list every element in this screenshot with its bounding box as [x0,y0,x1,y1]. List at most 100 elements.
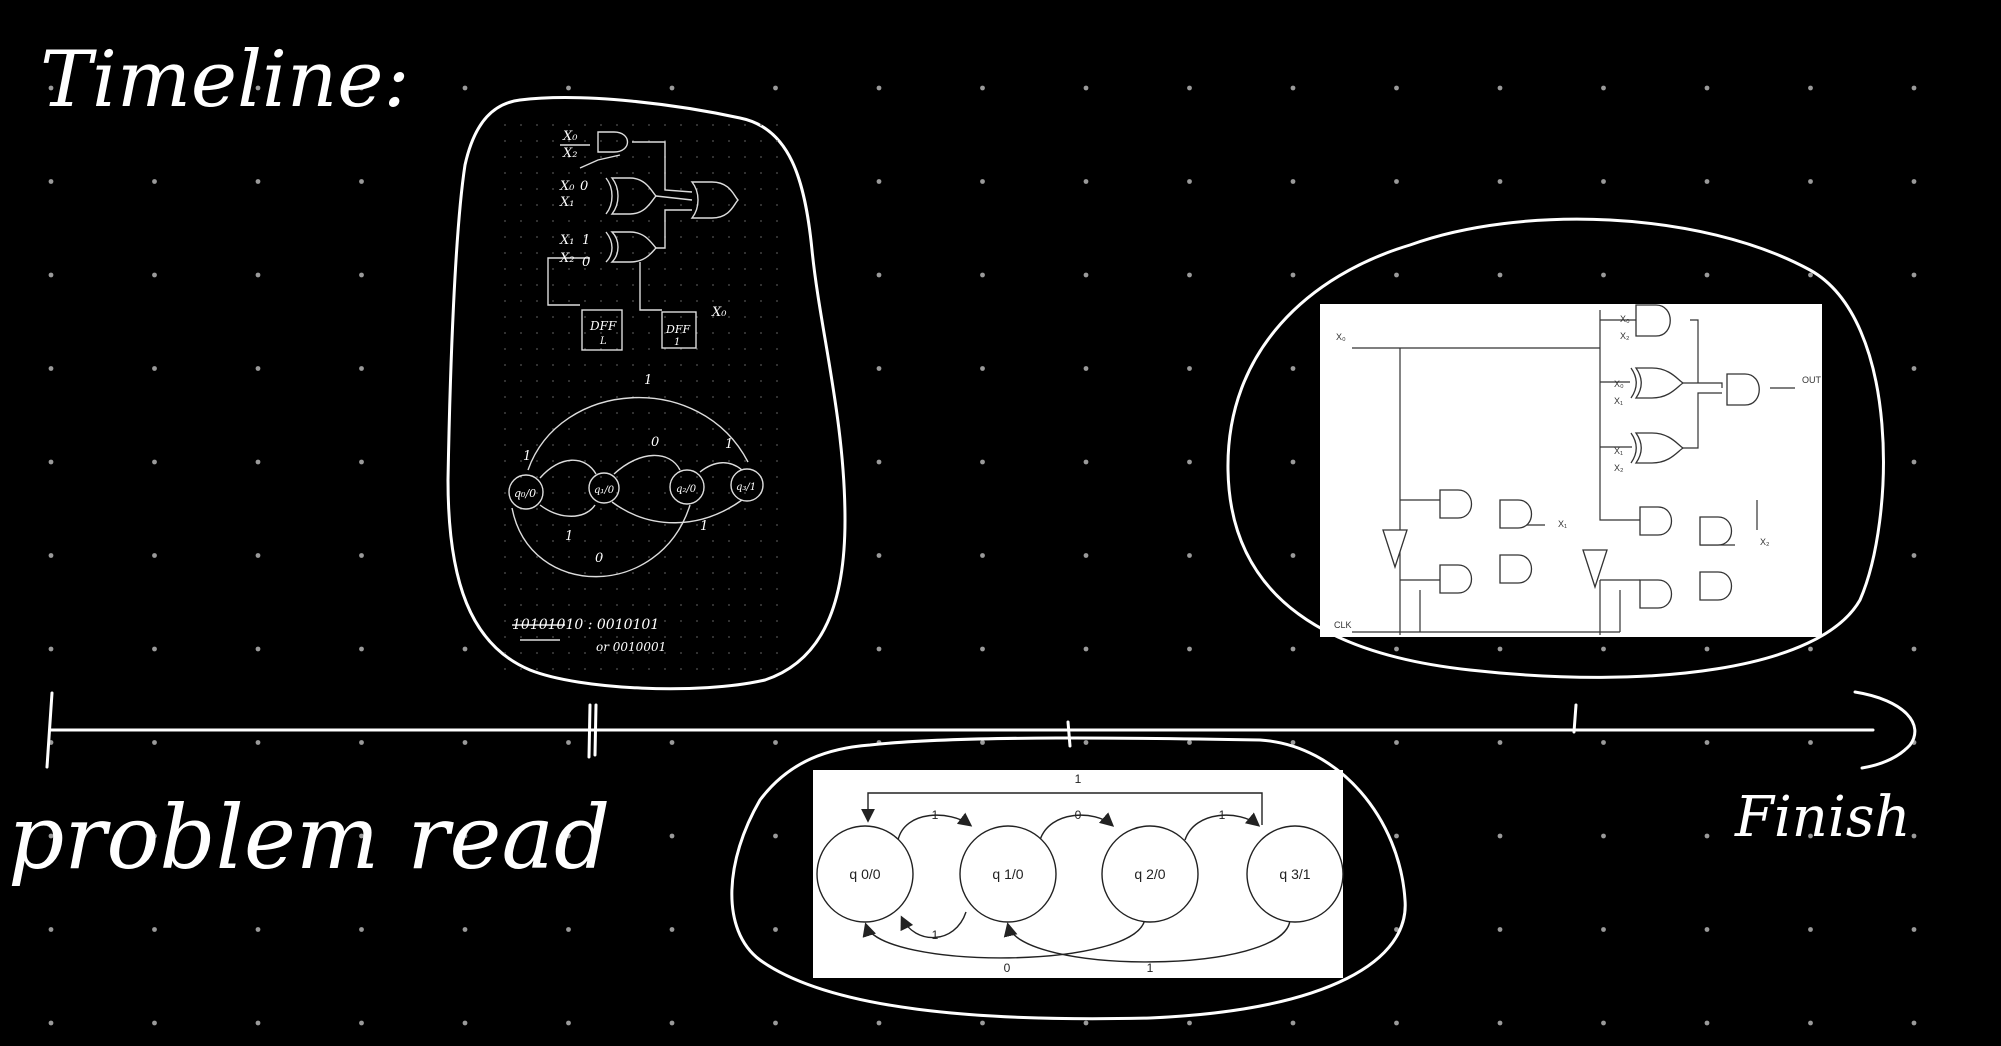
sketch-grid-dot [600,396,602,398]
sketch-grid-dot [648,300,650,302]
sketch-grid-dot [712,396,714,398]
state-diagram-outline [730,736,1407,1021]
sketch-grid-dot [744,188,746,190]
sketch-grid-dot [696,252,698,254]
sketch-grid-dot [648,316,650,318]
sketch-grid-dot [744,492,746,494]
circuit-nand-1 [1439,489,1473,519]
sketch-grid-dot [664,636,666,638]
sketch-grid-dot [536,140,538,142]
sketch-grid-dot [568,236,570,238]
sketch-grid-dot [776,220,778,222]
sketch-grid-dot [696,364,698,366]
sketch-grid-dot [712,140,714,142]
sketch-grid-dot [760,316,762,318]
sketch-grid-dot [776,284,778,286]
sketch-bottom-arc [511,504,691,578]
sketch-grid-dot [728,316,730,318]
sketch-grid-dot [712,188,714,190]
sketch-grid-dot [760,156,762,158]
sketch-grid-dot [536,236,538,238]
sketch-grid-dot [552,668,554,670]
sketch-grid-dot [696,604,698,606]
sketch-grid-dot [600,220,602,222]
svg-text:X₂: X₂ [1620,331,1630,341]
sketch-grid-dot [712,300,714,302]
tick-third [1066,720,1072,748]
svg-text:X₀: X₀ [1614,379,1624,389]
sketch-grid-dot [600,172,602,174]
sketch-grid-dot [568,508,570,510]
sketch-grid-dot [616,412,618,414]
sketch-grid-dot [632,268,634,270]
svg-text:X₁: X₁ [1558,519,1567,529]
sketch-grid-dot [536,220,538,222]
sketch-grid-dot [552,188,554,190]
sketch-grid-dot [696,508,698,510]
sketch-grid-dot [744,412,746,414]
sketch-grid-dot [728,172,730,174]
sketch-grid-dot [552,524,554,526]
sketch-grid-dot [776,444,778,446]
sketch-grid-dot [696,412,698,414]
sketch-grid-dot [504,524,506,526]
sketch-grid-dot [504,332,506,334]
state-q1-label: q 1/0 [992,866,1023,882]
sketch-grid-dot [680,252,682,254]
sketch-grid-dot [696,476,698,478]
sketch-grid-dot [504,572,506,574]
sketch-grid-dot [584,652,586,654]
sketch-grid-dot [728,380,730,382]
circuit-and-gate-1 [1635,304,1671,337]
sketch-grid-dot [536,412,538,414]
sketch-grid-dot [536,620,538,622]
sketch-grid-dot [760,364,762,366]
sketch-grid-dot [696,220,698,222]
sketch-grid-dot [552,156,554,158]
sketch-and-gate-top [597,131,629,153]
sketch-grid-dot [552,332,554,334]
sketch-grid-dot [776,540,778,542]
sketch-grid-dot [680,540,682,542]
sketch-grid-dot [648,156,650,158]
sketch-grid-dot [680,652,682,654]
sketch-grid-dot [616,636,618,638]
sketch-grid-dot [536,252,538,254]
sketch-grid-dot [760,236,762,238]
sketch-grid-dot [632,412,634,414]
sketch-grid-dot [536,572,538,574]
sketch-grid-dot [632,188,634,190]
sketch-grid-dot [696,492,698,494]
sketch-grid-dot [536,364,538,366]
sketch-grid-dot [520,300,522,302]
sketch-grid-dot [648,332,650,334]
sketch-grid-dot [600,620,602,622]
sketch-grid-dot [696,300,698,302]
sketch-grid-dot [680,156,682,158]
sketch-grid-dot [712,380,714,382]
sketch-grid-dot [712,460,714,462]
svg-text:X₁: X₁ [1614,396,1623,406]
state-edges [861,792,1291,963]
sketch-grid-dot [520,156,522,158]
sketch-grid-dot [520,284,522,286]
sketch-grid-dot [712,524,714,526]
sketch-grid-dot [744,220,746,222]
sketch-grid-dot [536,524,538,526]
sketch-grid-dot [696,524,698,526]
sketch-grid-dot [648,476,650,478]
sketch-grid-dot [552,572,554,574]
sketch-grid-dot [520,556,522,558]
sketch-grid-dot [632,172,634,174]
sketch-grid-dot [504,268,506,270]
svg-text:1: 1 [565,529,573,544]
sketch-grid-dot [520,444,522,446]
sketch-grid-dot [504,156,506,158]
sketch-grid-dot [776,348,778,350]
sketch-grid-dot [664,652,666,654]
sketch-grid-dot [568,140,570,142]
sketch-grid-dot [600,508,602,510]
sketch-grid-dot [760,588,762,590]
sketch-grid-dot [744,556,746,558]
sketch-grid-dot [648,492,650,494]
